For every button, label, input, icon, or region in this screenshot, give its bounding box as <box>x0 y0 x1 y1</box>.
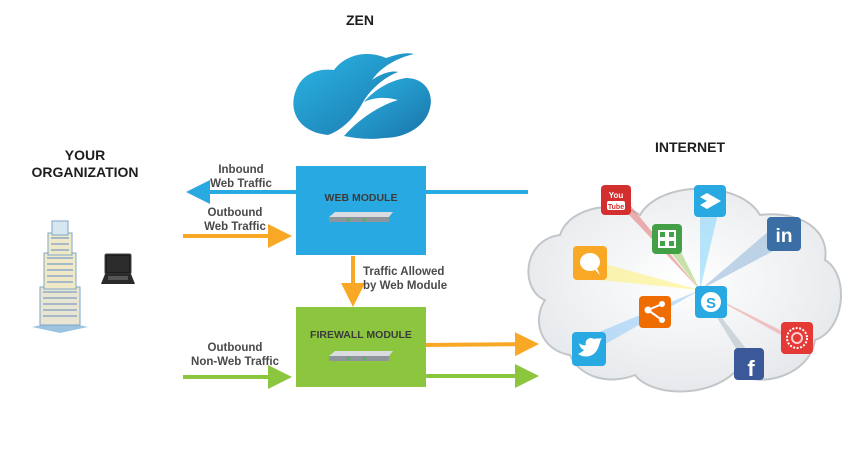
ray-chat <box>590 260 700 290</box>
outbound-web-label: Outbound Web Traffic <box>190 206 280 234</box>
inbound-web-label: Inbound Web Traffic <box>196 163 286 191</box>
allowed-traffic-label: Traffic Allowed by Web Module <box>363 265 483 293</box>
microsoft-office-icon <box>652 224 682 254</box>
allowed-traffic-label-line2: by Web Module <box>363 280 448 292</box>
outbound-nonweb-label-line1: Outbound <box>207 342 263 354</box>
allowed-traffic-label-line1: Traffic Allowed <box>363 266 445 278</box>
firewall-to-internet-orange-arrow <box>424 332 539 357</box>
facebook-icon: f <box>734 348 764 381</box>
ray-dropbox <box>700 205 720 290</box>
firewall-module-box: FIREWALL MODULE <box>296 307 426 387</box>
zen-logo-icon <box>288 40 438 142</box>
web-module-title: WEB MODULE <box>324 192 398 204</box>
svg-text:Tube: Tube <box>608 204 624 211</box>
web-module-box: WEB MODULE <box>296 166 426 255</box>
skype-icon: S <box>695 286 727 318</box>
ray-linkedin <box>700 230 775 290</box>
inbound-web-label-line1: Inbound <box>218 164 264 176</box>
server-icon <box>329 351 393 361</box>
chat-icon <box>573 246 607 280</box>
svg-text:f: f <box>747 356 755 381</box>
svg-text:S: S <box>706 295 716 312</box>
twitter-icon <box>572 332 606 366</box>
opera-icon <box>781 322 813 354</box>
organization-title-line2: ORGANIZATION <box>31 164 139 180</box>
inbound-web-label-line2: Web Traffic <box>210 178 272 190</box>
server-icon <box>329 212 393 222</box>
youtube-icon: You Tube <box>601 185 631 215</box>
organization-title-line1: YOUR <box>64 147 106 163</box>
organization-title: YOUR ORGANIZATION <box>10 147 160 181</box>
outbound-nonweb-label-line2: Non-Web Traffic <box>191 356 279 368</box>
zen-title: ZEN <box>346 12 374 28</box>
internet-title: INTERNET <box>655 139 725 155</box>
svg-text:You: You <box>609 191 624 200</box>
firewall-module-title: FIREWALL MODULE <box>310 329 412 341</box>
outbound-web-label-line1: Outbound <box>207 207 263 219</box>
ray-office <box>665 245 700 290</box>
share-icon <box>639 296 671 328</box>
laptop-icon <box>100 252 136 288</box>
linkedin-icon: in <box>767 217 801 251</box>
outbound-web-label-line2: Web Traffic <box>204 221 266 233</box>
building-icon <box>30 215 90 335</box>
dropbox-icon <box>694 185 726 217</box>
svg-text:in: in <box>776 226 793 247</box>
outbound-nonweb-label: Outbound Non-Web Traffic <box>180 341 290 369</box>
